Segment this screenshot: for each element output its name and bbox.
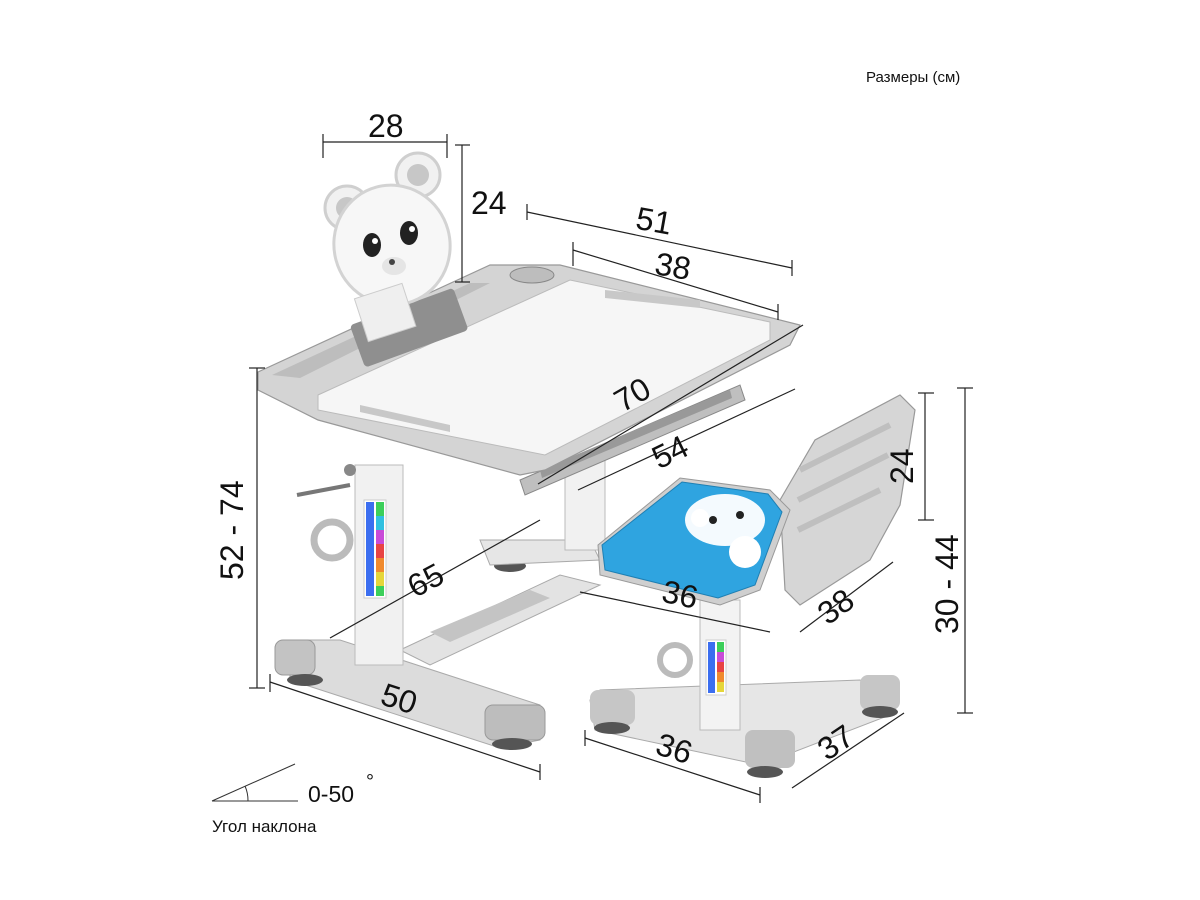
dim-desk-side-depth: 65 — [401, 556, 449, 604]
tilt-degree-symbol: ° — [366, 771, 374, 793]
dim-book-stand-width: 28 — [368, 108, 404, 144]
dim-desk-tilt-width: 38 — [652, 245, 693, 287]
tilt-angle-icon — [211, 763, 298, 802]
dim-chair-height: 30 - 44 — [929, 534, 965, 634]
dim-chair-back-height: 24 — [884, 448, 920, 484]
desk-illustration — [257, 264, 801, 750]
dimension-lines — [249, 134, 973, 803]
units-label: Размеры (см) — [866, 69, 960, 86]
dim-book-stand-height: 24 — [471, 185, 507, 221]
desk-height-level-indicator — [363, 499, 387, 599]
chair-height-level-indicator — [705, 639, 727, 696]
bear-book-stand-illustration — [323, 151, 452, 343]
dim-chair-seat-width: 36 — [659, 573, 701, 616]
dim-desk-top-width: 51 — [633, 200, 674, 242]
tilt-caption: Угол наклона — [212, 817, 317, 836]
dim-desk-height: 52 - 74 — [214, 480, 250, 580]
tilt-angle-label: 0-50 — [308, 781, 354, 807]
chair-illustration — [589, 394, 916, 778]
